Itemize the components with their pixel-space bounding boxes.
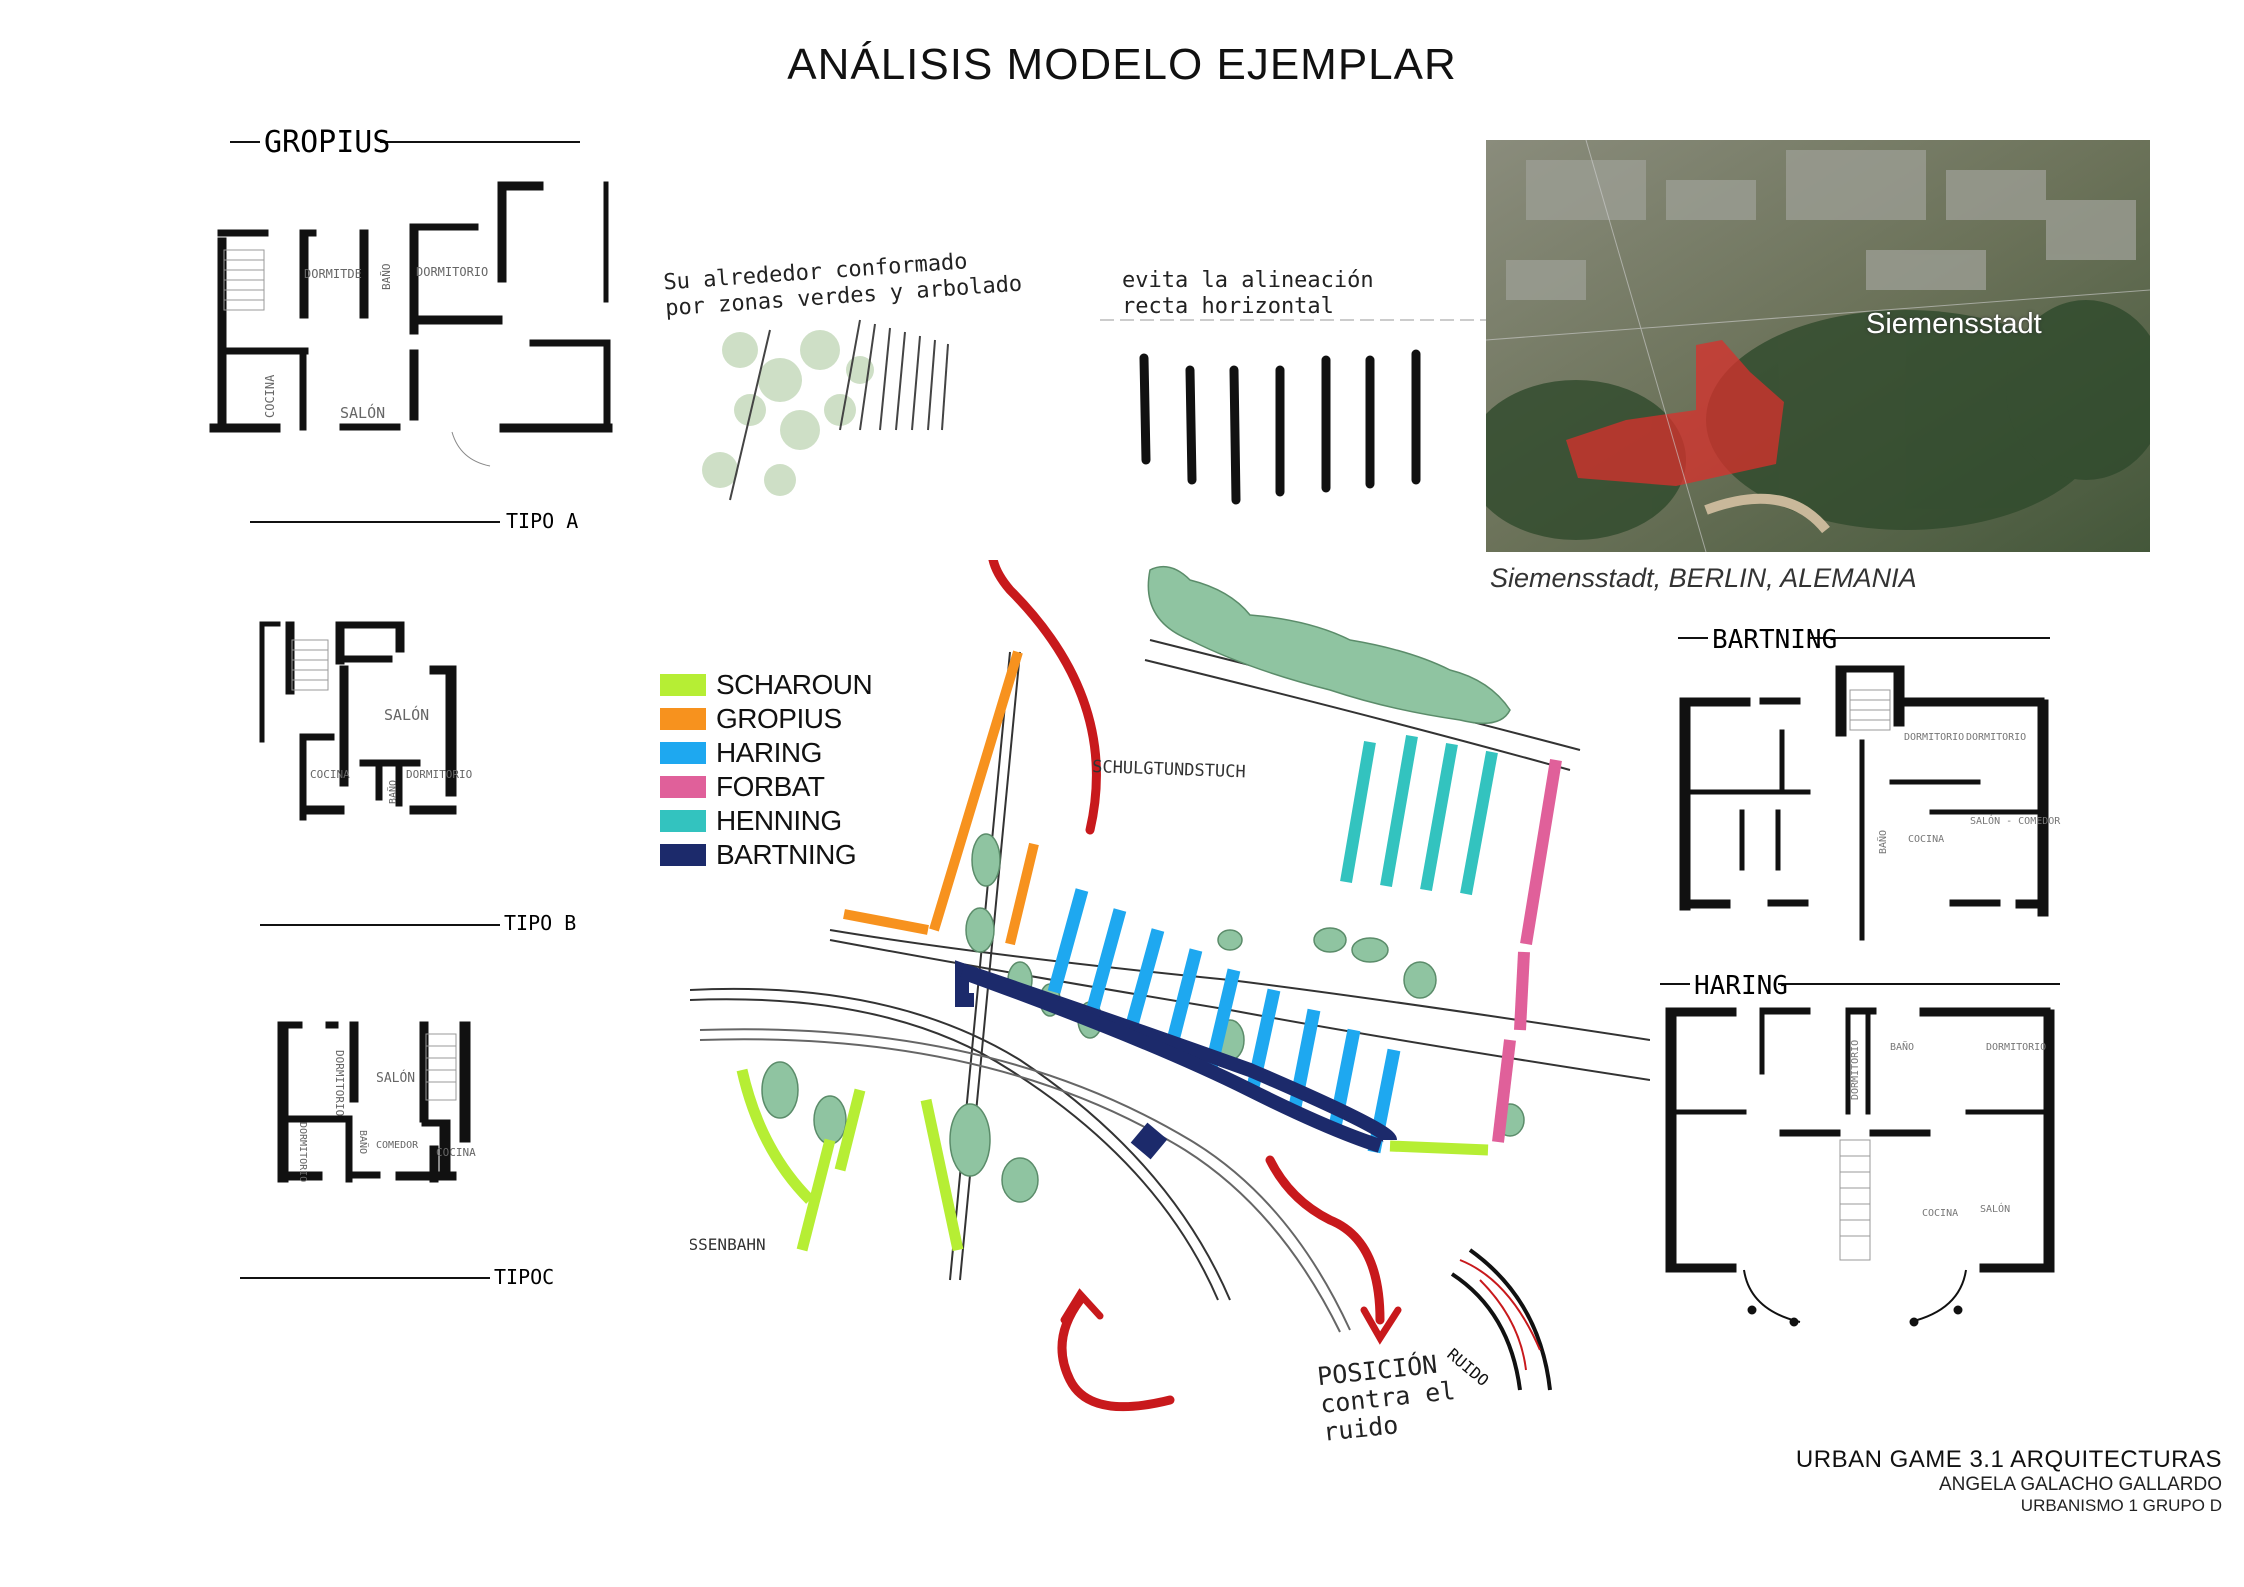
red-arrows <box>988 560 1385 1412</box>
svg-text:COCINA: COCINA <box>310 768 350 781</box>
svg-text:DORMITORIO: DORMITORIO <box>297 1122 308 1182</box>
svg-text:SALÓN: SALÓN <box>384 705 429 724</box>
plan-label-tipo-a: TIPO A <box>506 509 578 533</box>
page-title: ANÁLISIS MODELO EJEMPLAR <box>787 40 1457 89</box>
svg-text:DORMITORIO: DORMITORIO <box>406 768 472 781</box>
photo-caption: Siemensstadt, BERLIN, ALEMANIA <box>1490 563 1917 593</box>
svg-text:BAÑO: BAÑO <box>1876 830 1889 854</box>
legend-item-henning: HENNING <box>660 804 872 838</box>
legend-item-scharoun: SCHAROUN <box>660 668 873 702</box>
credits: URBAN GAME 3.1 ARQUITECTURAS ANGELA GALA… <box>1796 1446 2222 1516</box>
plan-tipo-a: DORMITDE BAÑO DORMITORIO COCINA SALÓN <box>209 181 613 467</box>
svg-text:COCINA: COCINA <box>1908 834 1944 845</box>
street-label-left: SRRASSENBAHN <box>690 1235 766 1254</box>
green-sketch <box>702 319 949 501</box>
plan-heading-bartning: BARTNING <box>1712 625 1837 655</box>
plan-label-tipo-b: TIPO B <box>504 911 576 935</box>
legend-item-haring: HARING <box>660 736 872 770</box>
plan-haring: DORMITORIO BAÑO DORMITORIO COCINA SALÓN <box>1665 1007 2055 1327</box>
plan-bartning: DORMITORIO DORMITORIO BAÑO COCINA SALÓN … <box>1679 665 2061 941</box>
site-plan: RUIDO SCHULGTUNDSTUCH SRRASSENBAHN <box>690 560 1650 1412</box>
svg-text:COCINA: COCINA <box>1922 1208 1958 1219</box>
svg-text:DORMITORIO: DORMITORIO <box>1850 1040 1861 1100</box>
photo-label: Siemensstadt <box>1866 308 2042 340</box>
vegetation <box>761 565 1525 1203</box>
svg-text:BAÑO: BAÑO <box>1890 1040 1914 1053</box>
credits-line-1: URBAN GAME 3.1 ARQUITECTURAS <box>1795 1446 2222 1473</box>
plan-label-tipo-c: TIPOC <box>494 1265 554 1289</box>
svg-text:COCINA: COCINA <box>263 374 277 418</box>
svg-text:SALÓN: SALÓN <box>340 403 385 422</box>
legend: SCHAROUN GROPIUS HARING FORBAT HENNING B… <box>660 668 873 872</box>
street-label-top: SCHULGTUNDSTUCH <box>1092 757 1246 782</box>
note-noise: POSICIÓN contra el ruido <box>1315 1349 1457 1447</box>
svg-text:BAÑO: BAÑO <box>357 1130 370 1154</box>
svg-text:DORMITORIO: DORMITORIO <box>333 1050 346 1116</box>
note-alignment: evita la alineación recta horizontal <box>1122 268 1374 319</box>
plan-heading-gropius: GROPIUS <box>264 125 390 160</box>
svg-text:DORMITORIO: DORMITORIO <box>1904 732 1964 743</box>
alignment-sketch <box>1100 319 1490 505</box>
aerial-photo: Siemensstadt <box>1486 140 2150 552</box>
svg-text:DORMITORIO: DORMITORIO <box>1986 1042 2046 1053</box>
svg-text:SALÓN - COMEDOR: SALÓN - COMEDOR <box>1970 814 2061 827</box>
credits-line-3: URBANISMO 1 GRUPO D <box>2020 1496 2222 1515</box>
legend-item-bartning: BARTNING <box>660 838 872 872</box>
svg-text:COMEDOR: COMEDOR <box>376 1140 419 1151</box>
svg-text:BAÑO: BAÑO <box>380 264 393 291</box>
svg-text:DORMITORIO: DORMITORIO <box>416 265 488 279</box>
svg-text:COCINA: COCINA <box>436 1146 476 1159</box>
gropius-plans: GROPIUS DORMITDE BAÑO DORMITORIO COCINA <box>209 125 613 1289</box>
plan-tipo-c: SALÓN DORMITORIO DORMITORIO BAÑO COMEDOR… <box>277 1021 476 1183</box>
siemensstadt-highlight <box>1566 340 1784 486</box>
right-plans: BARTNING DORMITORIO DORMITORIO BAÑO COCI… <box>1660 625 2061 1327</box>
svg-text:SALÓN: SALÓN <box>1980 1202 2010 1215</box>
svg-text:DORMITDE: DORMITDE <box>304 267 362 281</box>
plan-tipo-b: SALÓN COCINA BAÑO DORMITORIO <box>259 621 472 821</box>
svg-text:BAÑO: BAÑO <box>386 780 399 804</box>
plan-heading-haring: HARING <box>1694 971 1788 1001</box>
svg-text:DORMITORIO: DORMITORIO <box>1966 732 2026 743</box>
legend-item-gropius: GROPIUS <box>660 702 872 736</box>
legend-item-forbat: FORBAT <box>660 770 872 804</box>
credits-line-2: ANGELA GALACHO GALLARDO <box>1939 1474 2222 1495</box>
svg-text:SALÓN: SALÓN <box>376 1070 415 1086</box>
